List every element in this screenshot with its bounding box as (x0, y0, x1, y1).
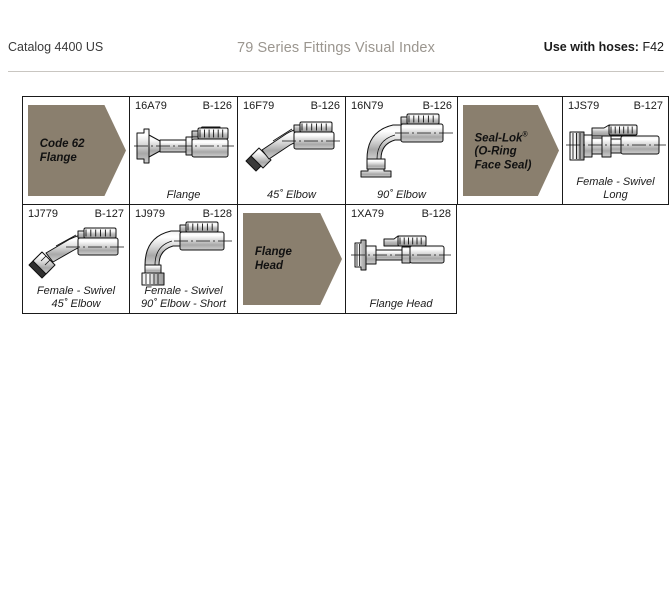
use-with-hoses-value: F42 (642, 40, 664, 54)
fitting-page-ref[interactable]: B-126 (310, 100, 340, 112)
fitting-16a79[interactable]: 16A79 B-126 Flange (129, 96, 237, 205)
fitting-illustration-straight-flangehead (346, 222, 456, 287)
header-divider (8, 71, 664, 72)
fitting-page-ref[interactable]: B-126 (422, 100, 452, 112)
fitting-illustration-straight-swivel (563, 114, 668, 178)
fitting-code: 1JS79 (568, 100, 600, 112)
banner-arrow-shape (463, 105, 559, 196)
fitting-16f79[interactable]: 16F79 B-126 45˚ Elbow (237, 96, 345, 205)
fitting-caption: Flange Head (369, 298, 433, 310)
fitting-code: 16A79 (135, 100, 167, 112)
banner-arrow-shape (243, 213, 342, 305)
fitting-code: 1J779 (28, 208, 58, 220)
fitting-illustration-elbow45-flange (238, 114, 345, 178)
fitting-code: 1XA79 (351, 208, 385, 220)
page-header: Catalog 4400 US 79 Series Fittings Visua… (0, 40, 672, 66)
fitting-16n79[interactable]: 16N79 B-126 90˚ Elbow (345, 96, 457, 205)
fitting-code: 16N79 (351, 100, 384, 112)
fitting-page-ref[interactable]: B-128 (202, 208, 232, 220)
fitting-illustration-straight-flange (130, 114, 237, 178)
fitting-illustration-elbow45-swivel (23, 222, 129, 287)
fitting-page-ref[interactable]: B-127 (94, 208, 124, 220)
empty-cell (457, 205, 562, 314)
fitting-caption: Flange (166, 189, 201, 201)
fitting-page-ref[interactable]: B-126 (202, 100, 232, 112)
use-with-hoses-label: Use with hoses: (543, 40, 639, 54)
fitting-illustration-elbow90-swivel (130, 221, 237, 287)
empty-cell (562, 205, 669, 314)
fitting-caption: 90˚ Elbow (377, 189, 426, 201)
fitting-code: 16F79 (243, 100, 275, 112)
page-title: 79 Series Fittings Visual Index (237, 40, 435, 56)
use-with-hoses: Use with hoses: F42 (544, 40, 664, 54)
fitting-1xa79[interactable]: 1XA79 B-128 Flange Head (345, 205, 457, 314)
catalog-label: Catalog 4400 US (8, 40, 104, 54)
fitting-page-ref[interactable]: B-127 (633, 100, 663, 112)
banner-arrow-shape (28, 105, 126, 196)
fitting-code: 1J979 (135, 208, 165, 220)
fitting-illustration-elbow90-flange (346, 113, 457, 178)
fitting-page-ref[interactable]: B-128 (421, 208, 451, 220)
fitting-caption: 45˚ Elbow (267, 189, 316, 201)
